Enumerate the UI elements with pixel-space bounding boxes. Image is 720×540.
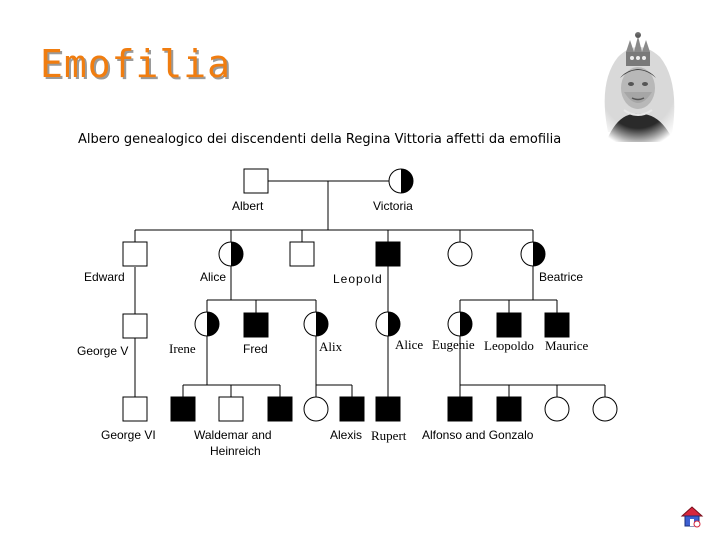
eugenie-daughter-1-symbol — [544, 396, 570, 422]
label-waldemar-line2: Heinreich — [210, 444, 261, 458]
home-icon[interactable] — [680, 504, 704, 528]
irene-son-unaffected-symbol — [218, 396, 244, 422]
sibling-unnamed-symbol — [289, 241, 315, 267]
leopold-symbol — [375, 241, 401, 267]
label-george-vi: George VI — [101, 428, 156, 442]
waldemar-symbol — [170, 396, 196, 422]
label-eugenie: Eugenie — [432, 337, 475, 352]
label-leopold: Leopold — [333, 272, 383, 286]
leopoldo-symbol — [496, 312, 522, 338]
rupert-symbol — [375, 396, 401, 422]
edward-symbol — [122, 241, 148, 267]
george-v-symbol — [122, 313, 148, 339]
heinreich-symbol — [267, 396, 293, 422]
label-albert: Albert — [232, 199, 264, 213]
label-leopoldo: Leopoldo — [484, 338, 534, 353]
gonzalo-symbol — [496, 396, 522, 422]
alix-symbol — [303, 311, 329, 337]
alice-gen3-symbol — [375, 311, 401, 337]
irene-symbol — [194, 311, 220, 337]
page-title: Emofilia — [40, 42, 232, 86]
label-alfonso-gonzalo: Alfonso and Gonzalo — [422, 428, 534, 442]
helena-unnamed-symbol — [447, 241, 473, 267]
label-fred: Fred — [243, 342, 268, 356]
subtitle: Albero genealogico dei discendenti della… — [78, 132, 562, 147]
victoria-symbol — [388, 168, 414, 194]
alexis-symbol — [339, 396, 365, 422]
fred-symbol — [243, 312, 269, 338]
alice-gen2-symbol — [218, 241, 244, 267]
label-victoria: Victoria — [373, 199, 413, 213]
label-rupert: Rupert — [371, 428, 407, 443]
beatrice-symbol — [520, 241, 546, 267]
maurice-symbol — [544, 312, 570, 338]
george-vi-symbol — [122, 396, 148, 422]
label-alexis: Alexis — [330, 428, 362, 442]
alfonso-symbol — [447, 396, 473, 422]
pedigree-lines — [134, 180, 606, 397]
label-irene: Irene — [169, 341, 196, 356]
label-alice-gen3: Alice — [395, 337, 423, 352]
label-edward: Edward — [84, 270, 125, 284]
label-beatrice: Beatrice — [539, 270, 583, 284]
label-maurice: Maurice — [545, 338, 589, 353]
eugenie-daughter-2-symbol — [592, 396, 618, 422]
alix-daughter-symbol — [303, 396, 329, 422]
label-george-v: George V — [77, 344, 128, 358]
label-alix: Alix — [319, 339, 343, 354]
label-alice-gen2: Alice — [200, 270, 226, 284]
albert-symbol — [243, 168, 269, 194]
eugenie-symbol — [447, 311, 473, 337]
label-waldemar-line1: Waldemar and — [194, 428, 272, 442]
queen-victoria-portrait — [588, 22, 688, 142]
